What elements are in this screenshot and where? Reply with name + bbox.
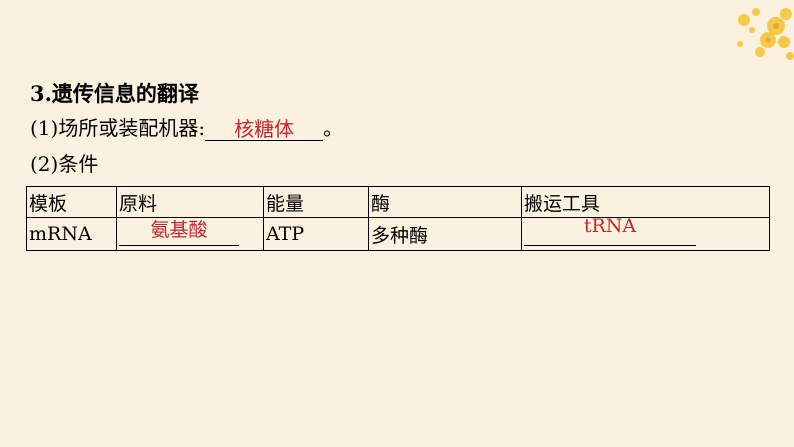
location-blank: 核糖体 bbox=[205, 116, 324, 141]
section-title: .遗传信息的翻译 bbox=[44, 81, 199, 106]
cell-carrier: tRNA bbox=[521, 217, 770, 251]
carrier-answer: tRNA bbox=[583, 217, 637, 237]
cell-energy: ATP bbox=[263, 217, 369, 251]
carrier-blank: tRNA bbox=[524, 219, 696, 246]
header-energy: 能量 bbox=[263, 186, 369, 218]
flower-decoration bbox=[737, 8, 794, 60]
section-number: 3 bbox=[30, 81, 45, 106]
header-material: 原料 bbox=[116, 186, 264, 218]
table-row: mRNA 氨基酸 ATP 多种酶 tRNA bbox=[26, 217, 770, 251]
location-label: (1)场所或装配机器: bbox=[30, 116, 206, 140]
material-blank: 氨基酸 bbox=[119, 219, 239, 246]
location-suffix: 。 bbox=[323, 116, 344, 140]
header-enzyme: 酶 bbox=[368, 186, 522, 218]
location-answer: 核糖体 bbox=[234, 117, 295, 141]
cell-enzyme: 多种酶 bbox=[368, 217, 522, 251]
material-answer: 氨基酸 bbox=[150, 218, 208, 241]
header-carrier: 搬运工具 bbox=[521, 186, 770, 218]
cell-template: mRNA bbox=[26, 217, 117, 251]
header-template: 模板 bbox=[26, 186, 117, 218]
table-header-row: 模板 原料 能量 酶 搬运工具 bbox=[26, 186, 770, 218]
conditions-line: (2)条件 bbox=[30, 152, 99, 176]
location-line: (1)场所或装配机器: 核糖体 。 bbox=[30, 112, 343, 141]
section-heading: 3.遗传信息的翻译 bbox=[30, 78, 199, 108]
cell-material: 氨基酸 bbox=[116, 217, 264, 251]
conditions-table: 模板 原料 能量 酶 搬运工具 mRNA 氨基酸 ATP 多种酶 tRNA bbox=[26, 186, 770, 251]
